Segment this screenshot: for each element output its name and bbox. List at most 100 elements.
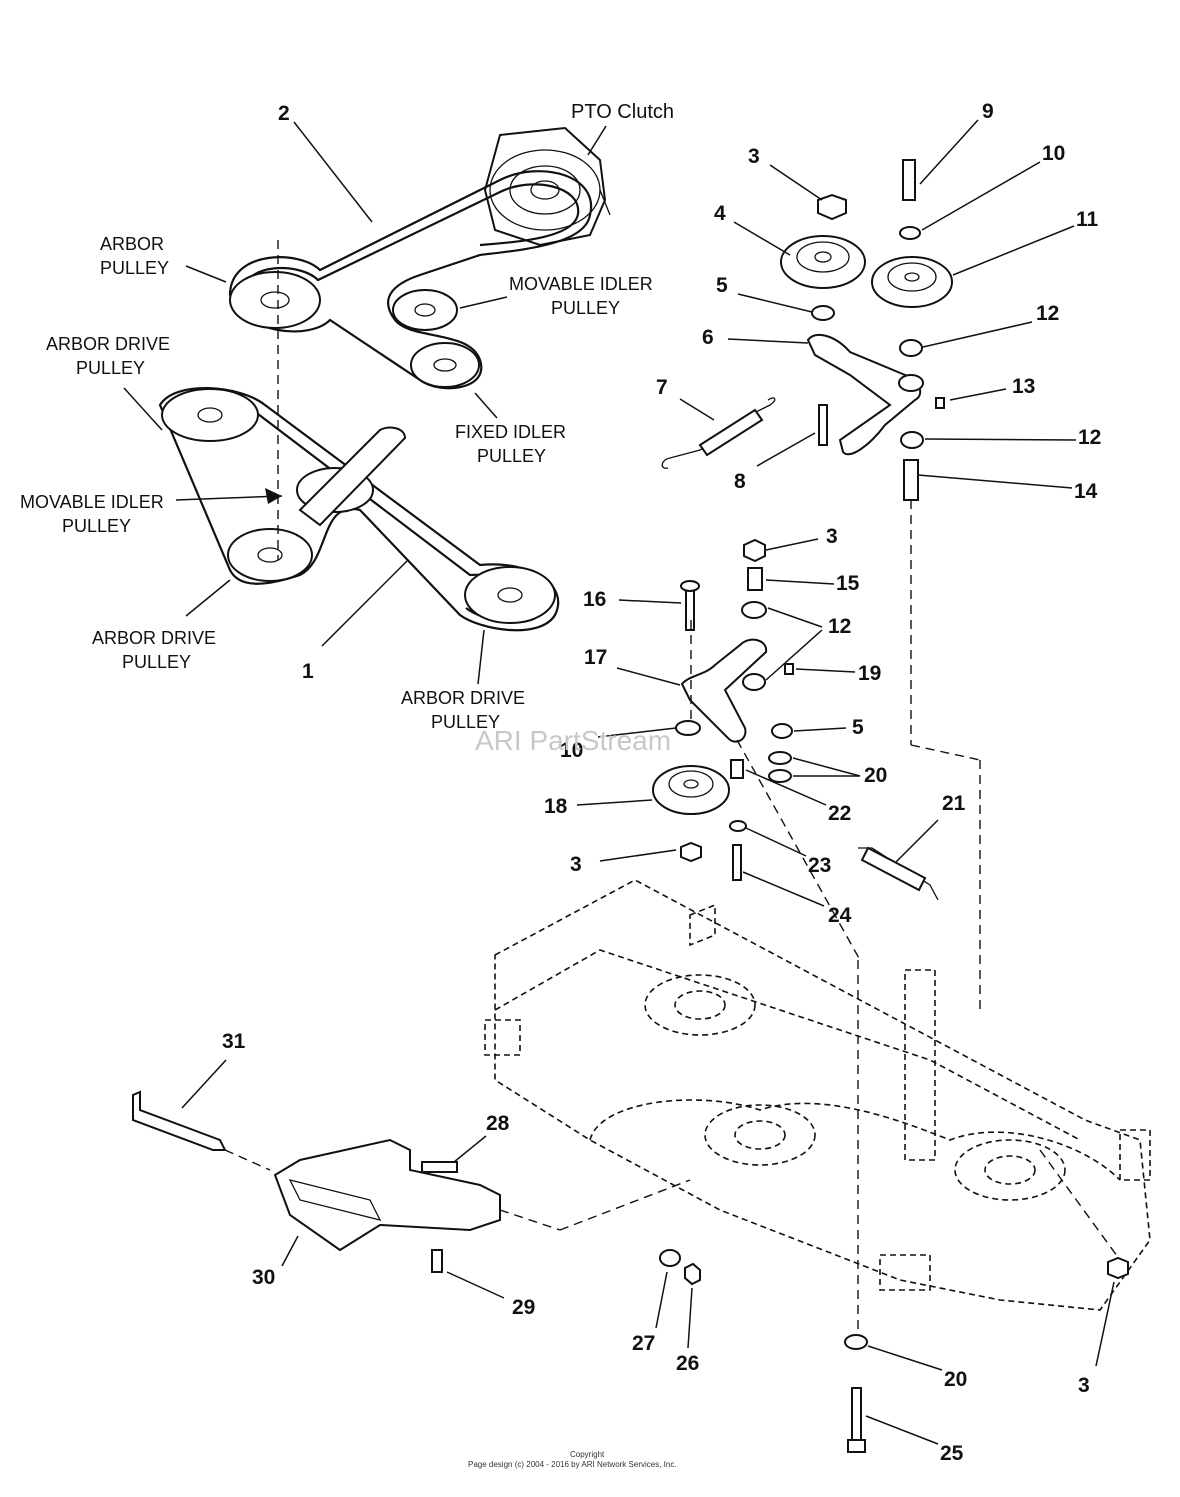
callout-21: 21 [942, 792, 966, 815]
callout-3-lower: 3 [570, 853, 582, 876]
nut-3-mid [743, 538, 766, 563]
callout-numbers: 2 1 3 4 5 6 7 8 9 10 11 12 13 12 14 3 15… [222, 100, 1101, 1465]
arbor-pulley [229, 271, 321, 329]
nut-3-lower [680, 841, 702, 863]
watermark: ARI PartStream [475, 725, 671, 756]
callout-3-mid: 3 [826, 525, 838, 548]
callout-3-top: 3 [748, 145, 760, 168]
washer-20-b [768, 769, 792, 783]
callout-12-lower: 12 [828, 615, 851, 638]
label-movable-idler-left-1: MOVABLE IDLER [20, 492, 164, 512]
callout-3-deck: 3 [1078, 1374, 1090, 1397]
arrow-head [265, 488, 282, 504]
callout-2: 2 [278, 102, 290, 125]
callout-25: 25 [940, 1442, 964, 1465]
mower-deck [484, 879, 1151, 1330]
sleeve-14 [903, 459, 919, 501]
leader-lines [123, 119, 1115, 1445]
callout-5-lower: 5 [852, 716, 864, 739]
callout-1: 1 [302, 660, 314, 683]
idler-arm-17 [680, 638, 768, 743]
label-arbor-drive-right-1: ARBOR DRIVE [401, 688, 525, 708]
callout-9: 9 [982, 100, 994, 123]
callout-20-deck: 20 [944, 1368, 967, 1391]
spacer-22 [730, 759, 744, 779]
pin-29 [431, 1249, 443, 1273]
callout-10-lower: 10 [560, 739, 583, 762]
label-fixed-idler-2: PULLEY [477, 446, 546, 466]
callout-28: 28 [486, 1112, 510, 1135]
deck-mount-hardware [659, 1249, 1129, 1453]
spacer-15 [747, 567, 763, 591]
pulley-11 [871, 256, 953, 308]
idler-arm-6 [806, 333, 922, 455]
callout-12-mid: 12 [1078, 426, 1101, 449]
label-movable-idler-left-2: PULLEY [62, 516, 131, 536]
bracket-30 [273, 1138, 501, 1252]
callout-26: 26 [676, 1352, 699, 1375]
label-arbor-pulley-1: ARBOR [100, 234, 164, 254]
arbor-drive-pulley-top [161, 388, 259, 442]
grease-19 [784, 663, 794, 675]
label-arbor-pulley-2: PULLEY [100, 258, 169, 278]
label-movable-idler-top-1: MOVABLE IDLER [509, 274, 653, 294]
nut-3-upper [817, 193, 847, 221]
label-arbor-drive-left-2: PULLEY [122, 652, 191, 672]
nut-3-deck [1107, 1256, 1129, 1280]
callout-16: 16 [583, 588, 606, 611]
bolt-8 [818, 404, 828, 446]
callout-20-mid: 20 [864, 764, 887, 787]
text-labels: PTO Clutch ARBOR PULLEY ARBOR DRIVE PULL… [20, 101, 674, 732]
bushing-12-upper [899, 339, 923, 357]
pto-clutch [483, 126, 611, 247]
bolt-25 [851, 1387, 862, 1447]
callout-24: 24 [828, 904, 852, 927]
washer-20-deck [844, 1334, 868, 1350]
label-fixed-idler-1: FIXED IDLER [455, 422, 566, 442]
bolt-9 [902, 159, 916, 201]
idler-bracket [298, 426, 407, 527]
callout-10-top: 10 [1042, 142, 1065, 165]
nut-26 [684, 1262, 701, 1286]
callout-4: 4 [714, 202, 726, 225]
spacer-5-lower [771, 723, 793, 739]
callout-14: 14 [1074, 480, 1098, 503]
callout-30: 30 [252, 1266, 275, 1289]
movable-idler-pulley-top [392, 289, 458, 331]
spacer-27 [659, 1249, 681, 1267]
bolt-24 [732, 844, 742, 881]
grease-13-upper [935, 397, 945, 409]
callout-27: 27 [632, 1332, 655, 1355]
washer-20-a [768, 751, 792, 765]
callout-15: 15 [836, 572, 860, 595]
label-arbor-drive-left-1: ARBOR DRIVE [92, 628, 216, 648]
arbor-drive-pulley-left [227, 528, 313, 582]
pulley-18 [652, 765, 730, 815]
callout-8: 8 [734, 470, 746, 493]
callout-23: 23 [808, 854, 831, 877]
callout-6: 6 [702, 326, 714, 349]
washer-23 [729, 820, 747, 832]
callout-18: 18 [544, 795, 568, 818]
washer-10-upper [899, 226, 921, 240]
copyright-line-2: Page design (c) 2004 - 2016 by ARI Netwo… [468, 1460, 677, 1469]
callout-5-top: 5 [716, 274, 728, 297]
callout-12-top: 12 [1036, 302, 1059, 325]
callout-31: 31 [222, 1030, 246, 1053]
callout-22: 22 [828, 802, 851, 825]
bolt-16 [685, 589, 695, 631]
copyright-line-1: Copyright [570, 1450, 605, 1459]
label-pto-clutch: PTO Clutch [571, 101, 674, 123]
bolt-28 [421, 1161, 458, 1173]
front-bracket [132, 1090, 691, 1273]
label-arbor-drive-right-2: PULLEY [431, 712, 500, 732]
label-arbor-drive-top-2: PULLEY [76, 358, 145, 378]
bushing-12-mid [900, 431, 924, 449]
spacer-5-upper [811, 305, 835, 321]
callout-7: 7 [656, 376, 668, 399]
arbor-drive-pulley-right [464, 566, 556, 624]
callout-29: 29 [512, 1296, 535, 1319]
callout-11: 11 [1076, 208, 1099, 231]
idler-arm-assembly-upper [661, 159, 981, 1015]
